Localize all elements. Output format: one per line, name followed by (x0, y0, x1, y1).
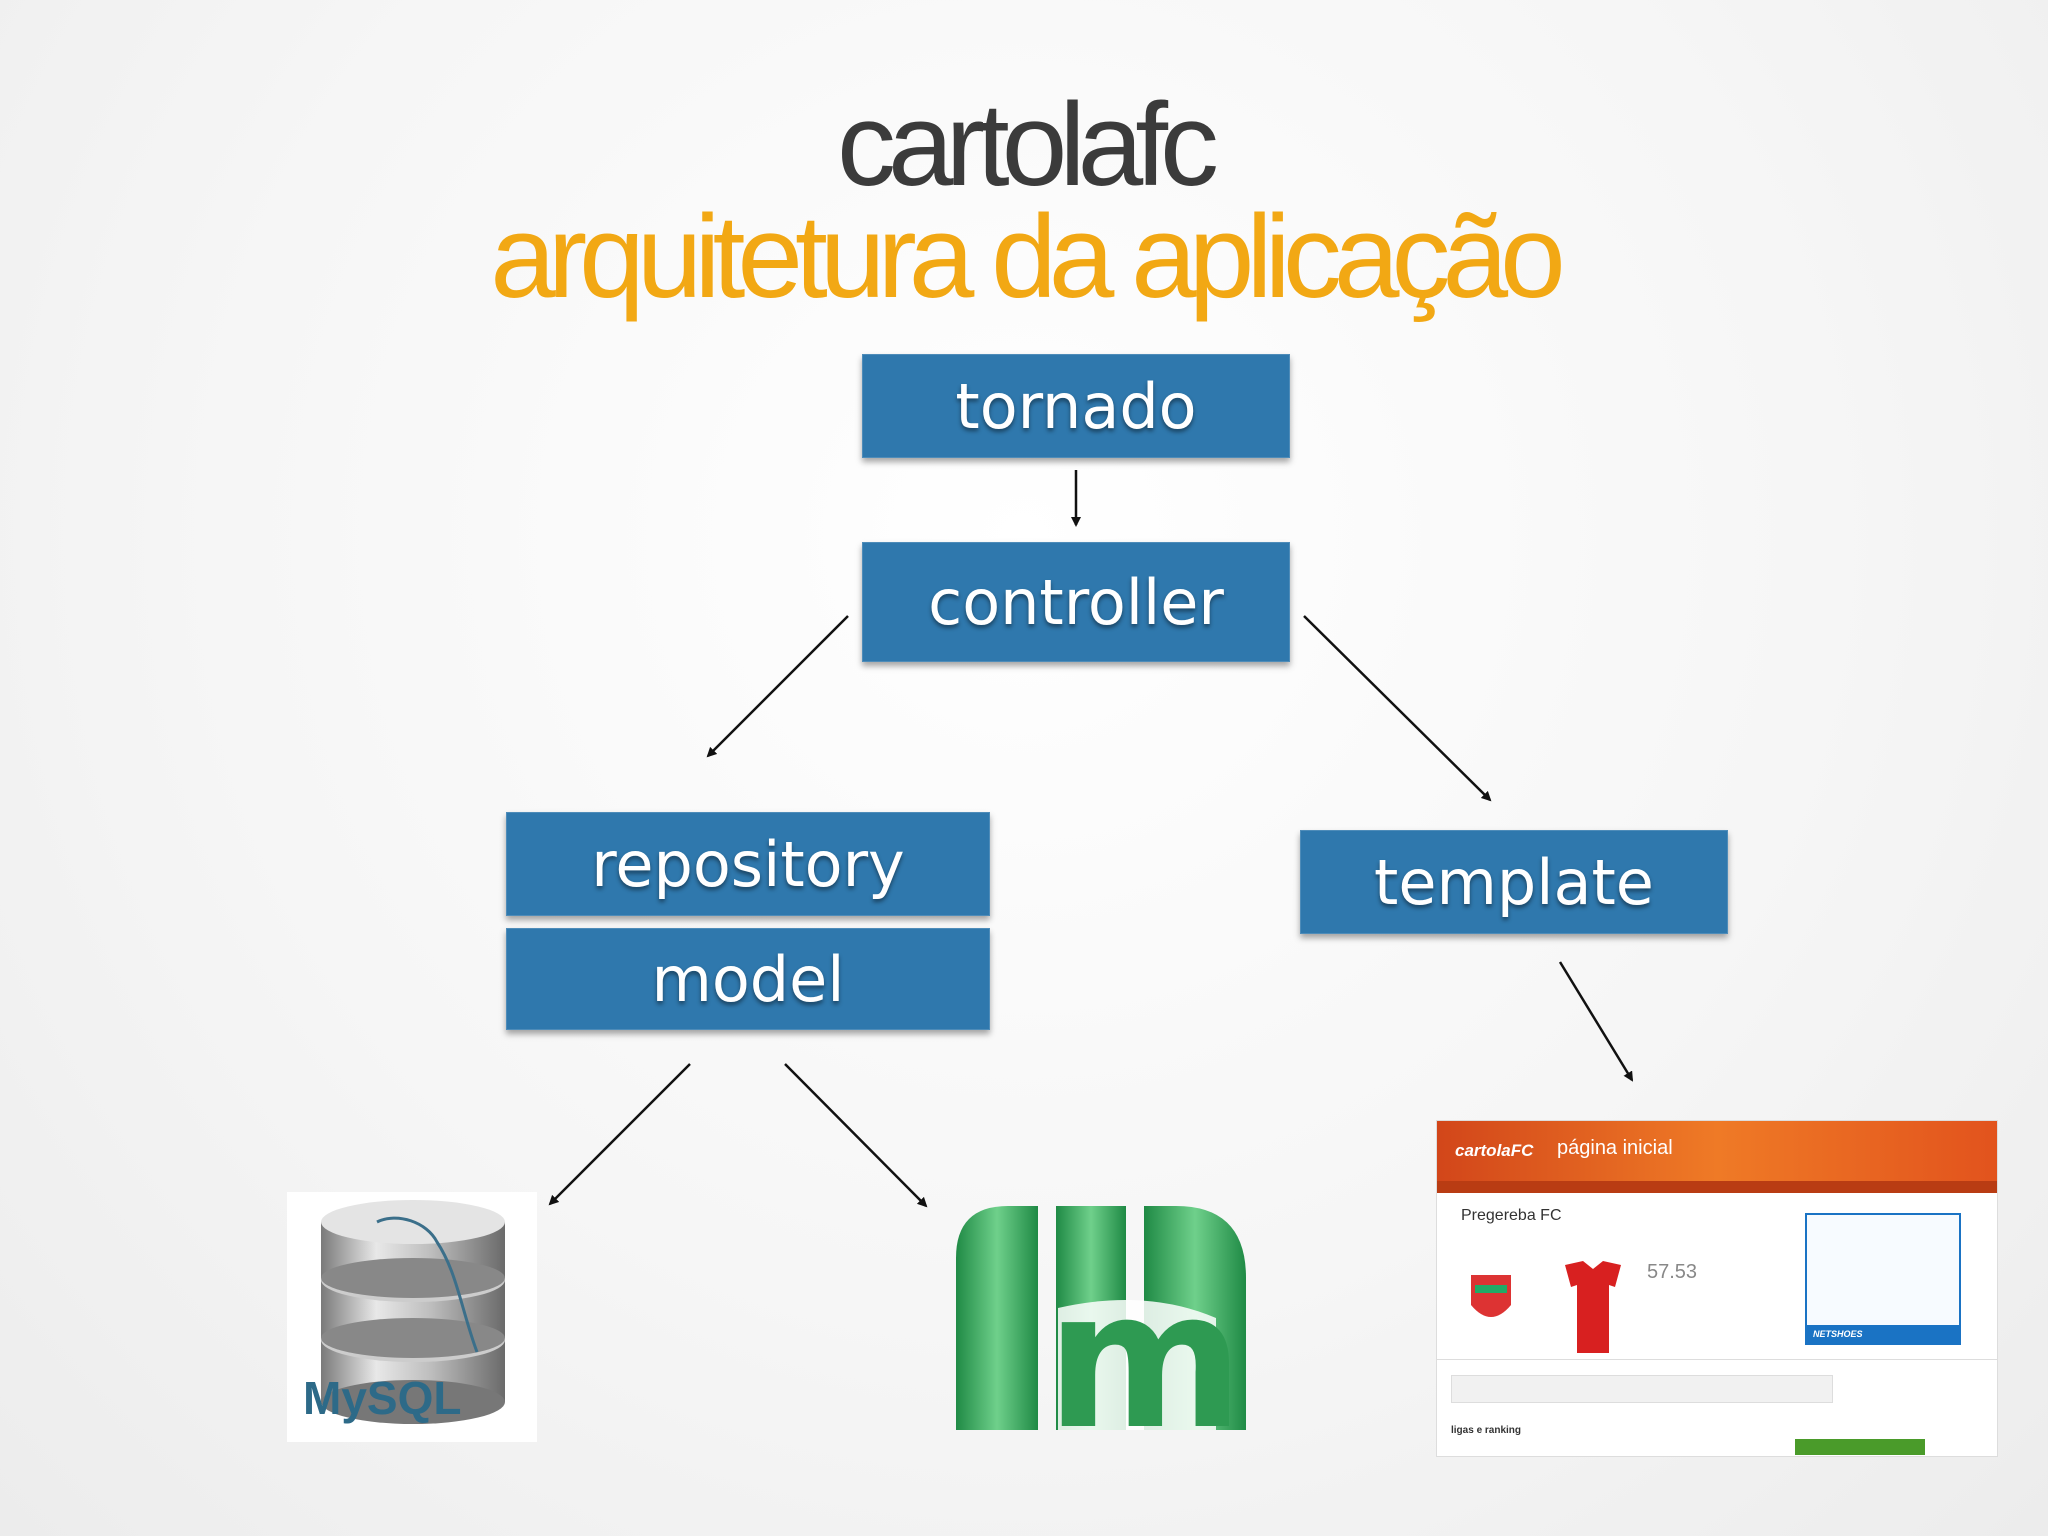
node-model: model (506, 928, 990, 1030)
mysql-logo: MySQL (287, 1192, 537, 1442)
thumb-nav (1437, 1181, 1997, 1193)
mongoengine-logo: m (946, 1198, 1250, 1471)
node-controller: controller (862, 542, 1290, 662)
team-icons (1471, 1261, 1621, 1353)
arrow-model-mysql (548, 1063, 691, 1206)
arrow-template-screenshot (1558, 961, 1634, 1082)
thumb-points: 57.53 (1647, 1261, 1698, 1283)
node-repository: repository (506, 812, 990, 916)
mysql-wordmark: MySQL (303, 1372, 461, 1424)
thumb-brand: cartolaFC (1455, 1141, 1534, 1160)
slide-subtitle: arquitetura da aplicação (490, 191, 1566, 323)
thumb-page-title: página inicial (1557, 1137, 1673, 1159)
database-icon: MySQL (303, 1200, 505, 1424)
arrow-controller-template (1303, 615, 1492, 802)
thumb-ad-brand: NETSHOES (1807, 1325, 1959, 1343)
thumb-ad: NETSHOES (1805, 1213, 1961, 1345)
thumb-team-name: Pregereba FC (1461, 1207, 1562, 1224)
mongo-letter: m (1046, 1250, 1244, 1430)
arrow-model-mongo (784, 1063, 928, 1208)
thumb-section-title: ligas e ranking (1451, 1425, 1522, 1436)
slide-title: cartolafc (837, 79, 1219, 211)
arrow-controller-repository (706, 615, 849, 758)
website-screenshot: cartolaFC página inicial Pregereba FC 57… (1436, 1120, 1998, 1457)
node-template: template (1300, 830, 1728, 934)
mongo-icon: m (956, 1206, 1246, 1471)
node-tornado: tornado (862, 354, 1290, 458)
thumb-header: cartolaFC página inicial (1437, 1121, 1997, 1181)
